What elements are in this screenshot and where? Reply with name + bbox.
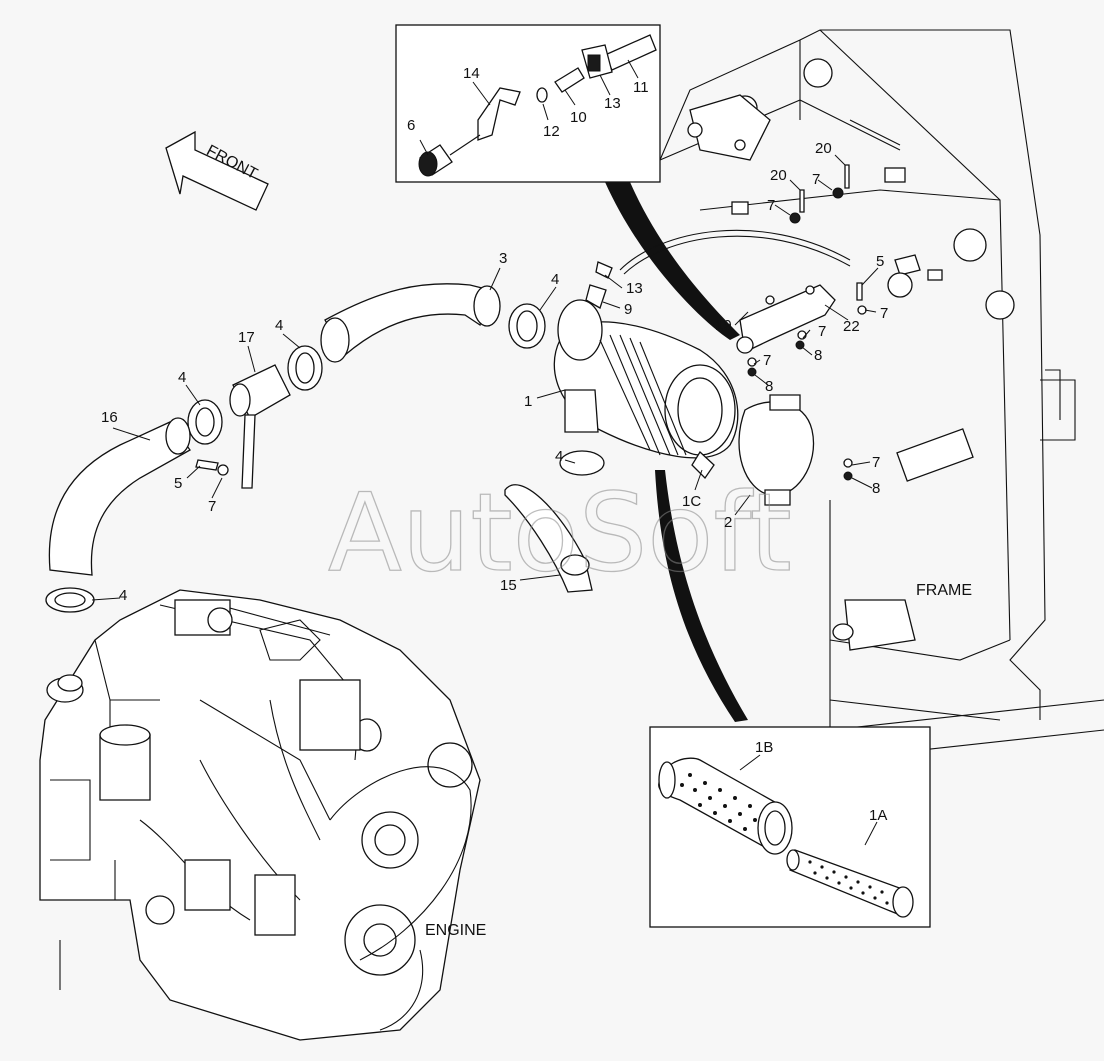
callout-labels: 14 6 12 10 13 11 3 4 4 17 4 16 5 7 4 1 4… <box>101 65 888 824</box>
callout-14: 14 <box>463 65 480 82</box>
engine <box>39 589 481 1041</box>
callout-20-left: 20 <box>770 167 787 184</box>
callout-4-left: 4 <box>178 369 186 386</box>
callout-4-mid: 4 <box>275 317 283 334</box>
callout-9: 9 <box>624 301 632 318</box>
callout-16: 16 <box>101 409 118 426</box>
inset-connector-detail <box>395 24 661 183</box>
watermark: AutoSoft <box>328 471 792 596</box>
air-cleaner <box>553 299 815 506</box>
frame-assembly <box>659 29 1104 780</box>
callout-4-middle: 4 <box>555 448 563 465</box>
callout-8-bracket: 8 <box>814 347 822 364</box>
callout-8-right: 8 <box>872 480 880 497</box>
callout-1: 1 <box>524 393 532 410</box>
callout-7-left: 7 <box>208 498 216 515</box>
callout-22: 22 <box>843 318 860 335</box>
callout-20-right: 20 <box>815 140 832 157</box>
callout-4-upper: 4 <box>551 271 559 288</box>
callout-13-inset: 13 <box>604 95 621 112</box>
callout-6-inset: 6 <box>407 117 415 134</box>
hardware <box>585 164 867 481</box>
intake-hoses <box>45 283 605 613</box>
callout-2: 2 <box>724 514 732 531</box>
inset-filter-detail <box>649 726 931 928</box>
callout-4-bottom: 4 <box>119 587 127 604</box>
callout-3: 3 <box>499 250 507 267</box>
callout-11: 11 <box>633 79 649 96</box>
mounting-bracket <box>736 284 836 354</box>
frame-label: FRAME <box>916 582 972 599</box>
callout-7-top: 7 <box>812 171 820 188</box>
engine-label: ENGINE <box>425 922 486 939</box>
callout-10: 10 <box>570 109 587 126</box>
callout-7-bracket: 7 <box>818 323 826 340</box>
callout-7-lower: 7 <box>763 352 771 369</box>
callout-13: 13 <box>626 280 643 297</box>
callout-7-right: 7 <box>872 454 880 471</box>
callout-5-right: 5 <box>876 253 884 270</box>
callout-1a: 1A <box>869 807 887 824</box>
callout-15: 15 <box>500 577 517 594</box>
leader-lines <box>91 59 879 846</box>
callout-7-bolt: 7 <box>880 305 888 322</box>
callout-5-left: 5 <box>174 475 182 492</box>
callout-8-lower: 8 <box>765 378 773 395</box>
callout-7-top-left: 7 <box>767 197 775 214</box>
callout-1c: 1C <box>682 493 701 510</box>
callout-1b: 1B <box>755 739 773 756</box>
callout-19: 19 <box>715 317 732 334</box>
callout-17: 17 <box>238 329 255 346</box>
front-arrow <box>165 130 269 211</box>
callout-12: 12 <box>543 123 560 140</box>
